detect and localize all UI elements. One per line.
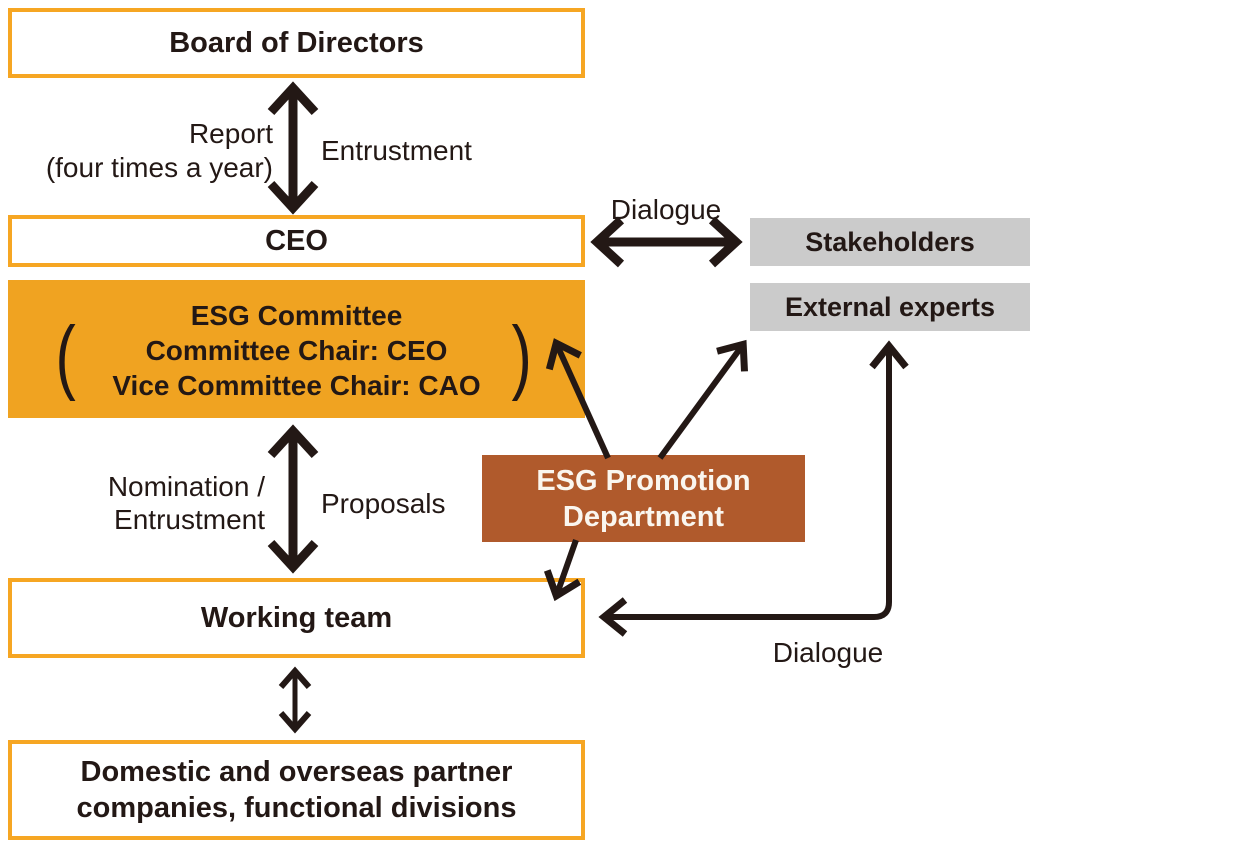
board-of-directors-label: Board of Directors [169, 27, 424, 59]
nomination-label-line2: Entrustment [114, 504, 265, 535]
esg-committee-chair: Committee Chair: CEO [145, 334, 448, 366]
committee-paren-open: ( [55, 310, 76, 403]
entrustment-label: Entrustment [321, 135, 472, 166]
board-of-directors-box: Board of Directors [8, 8, 585, 78]
esg-committee-vice-chair: Vice Committee Chair: CAO [112, 369, 481, 401]
nomination-label-line1: Nomination / [107, 471, 265, 502]
report-frequency-label: (four times a year) [45, 152, 273, 183]
working-team-label: Working team [200, 602, 393, 634]
working-team-box: Working team [8, 578, 585, 658]
committee-paren-close: ) [511, 310, 532, 403]
partner-companies-box: Domestic and overseas partner companies,… [8, 740, 585, 840]
esg-promotion-line1: ESG Promotion [536, 464, 751, 497]
dialogue-bottom-label: Dialogue [772, 637, 884, 668]
ceo-label: CEO [265, 225, 328, 257]
proposals-label: Proposals [321, 488, 446, 519]
esg-committee-box: ESG Committee Committee Chair: CEO Vice … [8, 280, 585, 418]
esg-promotion-line2: Department [562, 500, 725, 533]
report-label: Report [188, 118, 273, 149]
external-experts-label: External experts [784, 291, 996, 322]
partners-line2: companies, functional divisions [76, 792, 517, 824]
esg-committee-title: ESG Committee [190, 299, 403, 331]
promotion-to-stakeholders-arrow [657, 339, 748, 460]
stakeholders-box: Stakeholders [750, 218, 1030, 266]
stakeholders-label: Stakeholders [805, 226, 975, 257]
external-experts-box: External experts [750, 283, 1030, 331]
esg-promotion-department-box: ESG Promotion Department [482, 455, 805, 542]
partners-line1: Domestic and overseas partner [80, 756, 513, 788]
ceo-box: CEO [8, 215, 585, 267]
dialogue-top-label: Dialogue [610, 194, 722, 225]
